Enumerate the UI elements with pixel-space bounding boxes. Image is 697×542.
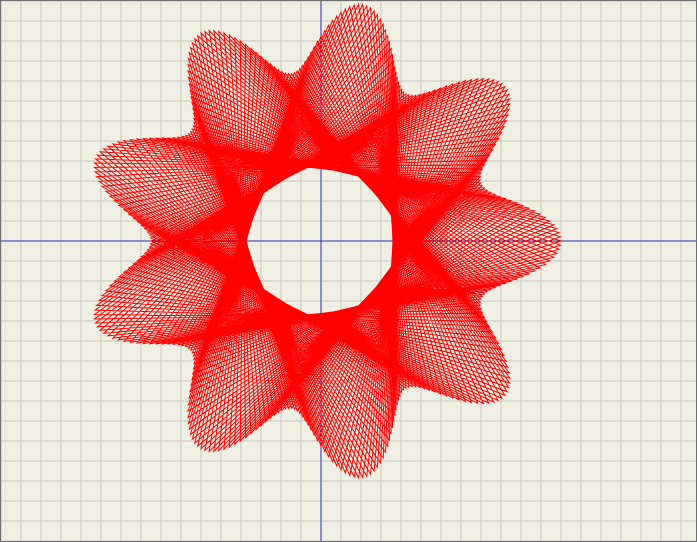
spirograph-curve: [92, 2, 563, 480]
curve-path: [92, 2, 563, 480]
